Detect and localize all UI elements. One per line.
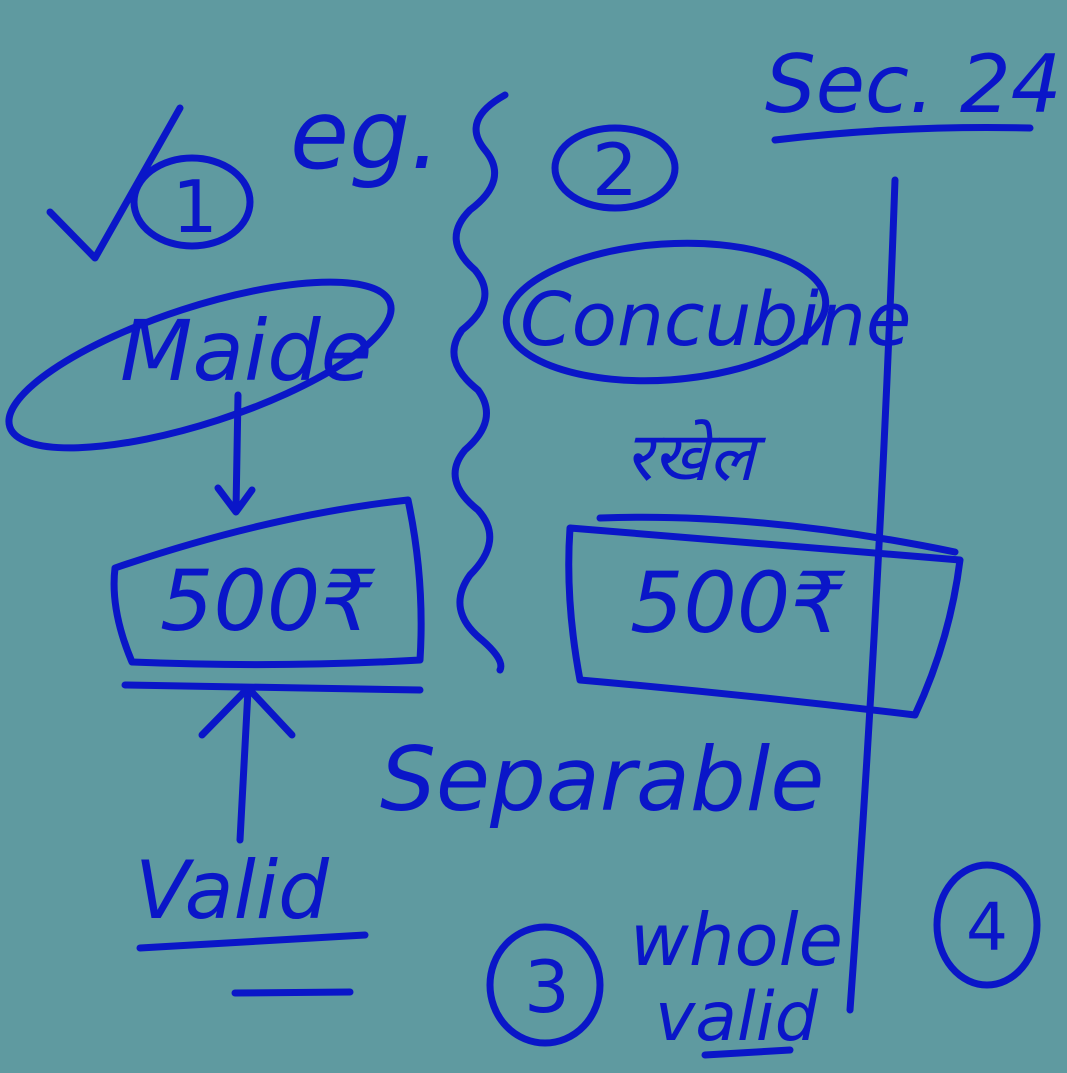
case3-result-line1: whole	[630, 898, 843, 982]
case4-number: 4	[966, 889, 1008, 966]
case2-amount-box	[565, 524, 964, 719]
case2-note-underline	[596, 513, 959, 556]
case1-amount-box	[110, 496, 425, 669]
vertical-divider	[846, 176, 899, 1014]
case2-number: 2	[592, 128, 638, 212]
case4-number-circle	[933, 861, 1041, 989]
case2-item-ellipse	[502, 239, 830, 385]
case1-number-circle	[130, 154, 254, 250]
case1-item: Maide	[120, 302, 372, 400]
down-arrow-icon	[214, 391, 256, 516]
text-layer: Sec. 24 eg. 1 Maide 500₹ Valid 2 Concubi…	[120, 38, 1062, 1057]
case1-amount: 500₹	[160, 552, 376, 650]
case2-amount: 500₹	[630, 554, 846, 652]
case1-item-ellipse	[5, 278, 395, 452]
wavy-divider	[450, 91, 509, 674]
case2-hindi-note: रखेल	[625, 418, 766, 497]
case1-number: 1	[172, 165, 218, 249]
case1-result: Valid	[135, 844, 330, 937]
case1-underline	[121, 681, 424, 694]
case3-number: 3	[524, 945, 570, 1029]
check-mark-icon	[46, 104, 184, 262]
valid-double-underline	[231, 988, 354, 997]
case2-result: Separable	[380, 728, 824, 831]
section-underline	[771, 124, 1034, 144]
whole-valid-underline	[701, 1046, 794, 1059]
up-arrow-icon	[198, 684, 296, 844]
valid-underline	[136, 931, 369, 952]
case3-number-circle	[486, 923, 604, 1047]
eg-label: eg.	[290, 79, 441, 191]
case2-item: Concubine	[520, 277, 911, 363]
case2-number-circle	[551, 124, 679, 212]
case3-result-line2: valid	[655, 978, 819, 1057]
ink-strokes	[5, 91, 1041, 1059]
section-label: Sec. 24	[765, 38, 1062, 131]
